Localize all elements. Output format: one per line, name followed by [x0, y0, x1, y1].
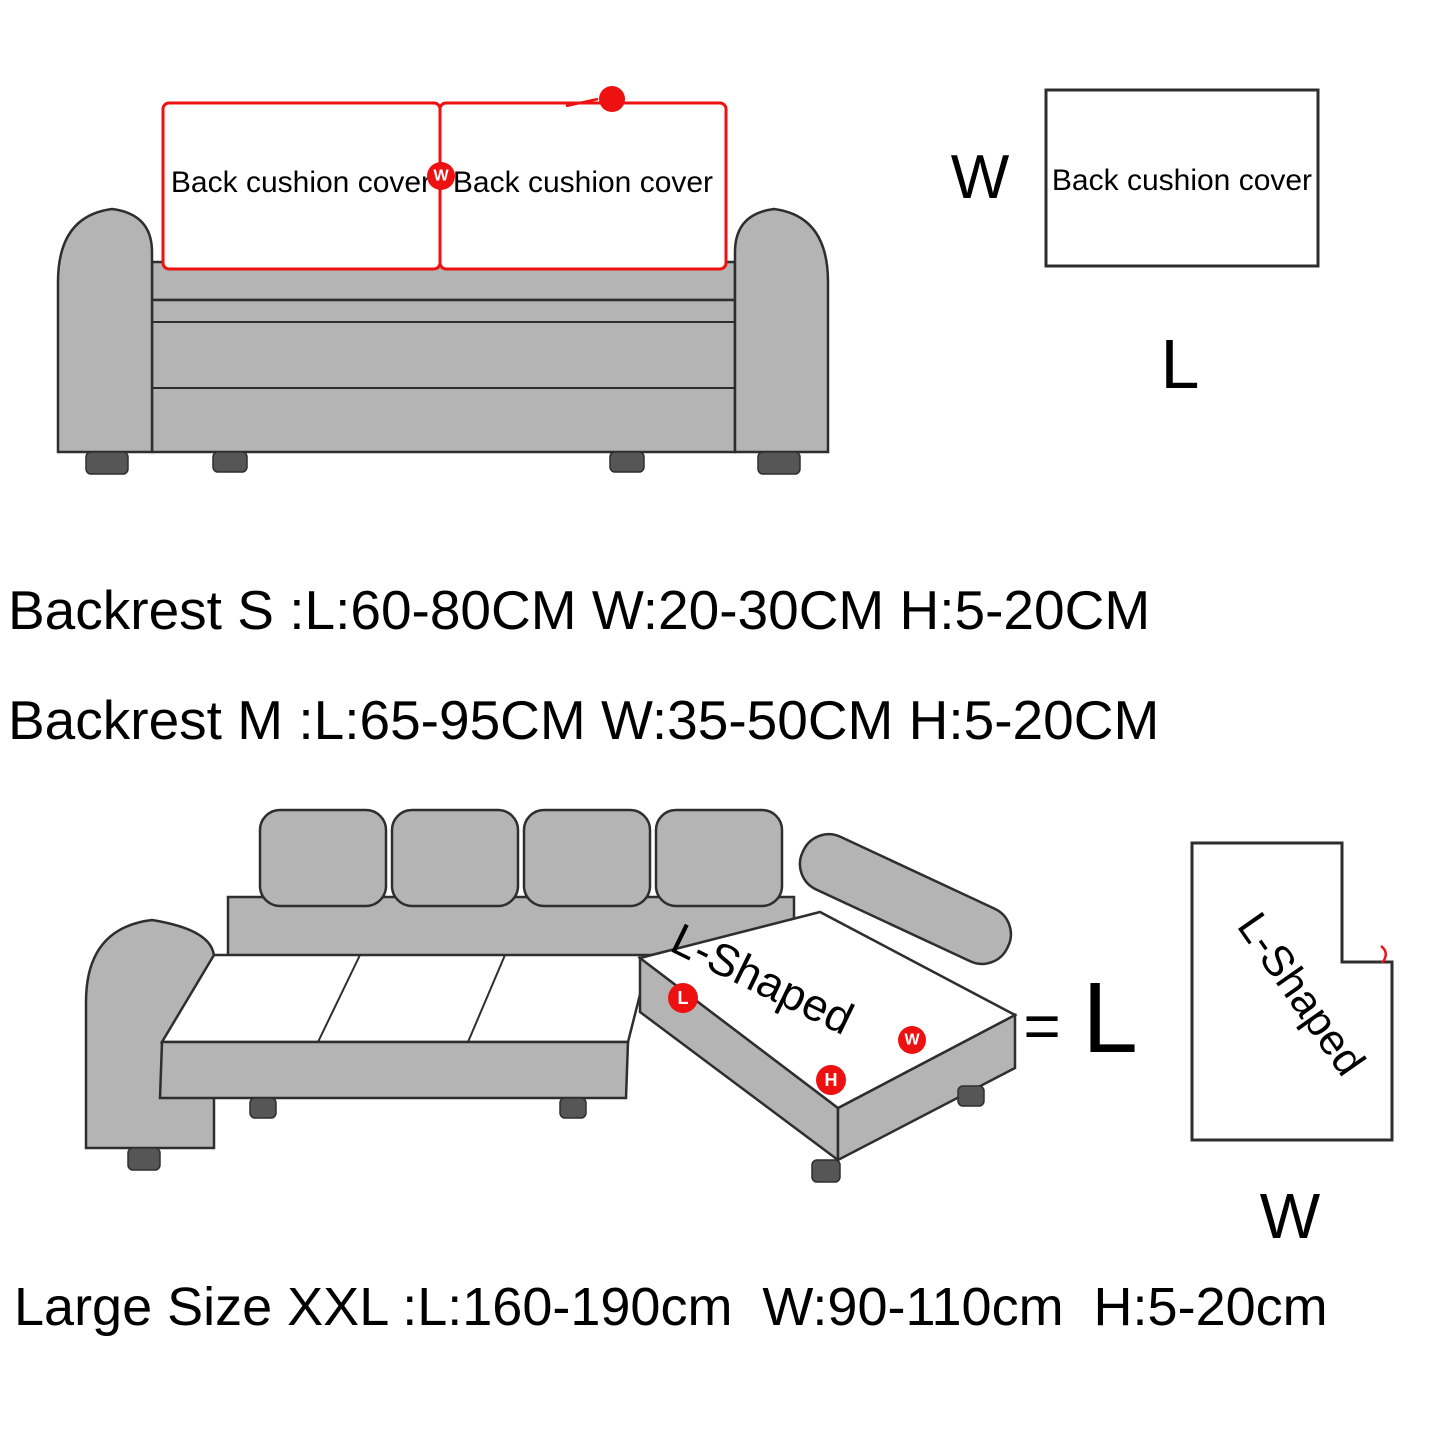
- legend-length-label: L: [1161, 325, 1200, 403]
- seat-cushion-top: [159, 953, 652, 1044]
- xxl-size-text: Large Size XXL :L:160-190cm W:90-110cm H…: [14, 1277, 1328, 1337]
- right-cover-label: Back cushion cover: [453, 166, 713, 199]
- legend-box-label: Back cushion cover: [1052, 164, 1312, 197]
- legend-box: [1044, 88, 1320, 268]
- legend-width-label: W: [951, 143, 1010, 212]
- outline-width-label: W: [1260, 1180, 1321, 1252]
- l-outline-shape: [1190, 841, 1394, 1142]
- chaise-armrest: [798, 833, 1013, 966]
- chaise-top-surface: [637, 910, 1018, 1110]
- width-badge-circle: [898, 1026, 926, 1054]
- backrest-s-size-text: Backrest S :L:60-80CM W:20-30CM H:5-20CM: [8, 579, 1151, 641]
- sofa-seat-base: [150, 298, 737, 454]
- l-shaped-sofa-illustration: L-Shaped L H W: [84, 808, 1018, 1183]
- left-cover-label: Back cushion cover: [171, 166, 431, 199]
- equals-length-annotation: = L: [1023, 962, 1138, 1074]
- sofa-foot: [811, 1159, 841, 1183]
- sofa-foot: [609, 451, 645, 473]
- width-badge-label: W: [904, 1032, 920, 1049]
- notch-mark: [1380, 945, 1387, 964]
- back-cushion: [258, 808, 388, 908]
- sofa-foot: [559, 1097, 587, 1119]
- height-badge-label: H: [825, 1070, 838, 1090]
- length-badge-label: L: [678, 988, 689, 1008]
- sofa-foot: [85, 451, 129, 475]
- cover-flap-mark: [565, 97, 599, 108]
- seat-cushion-divider: [467, 954, 506, 1043]
- seat-front-face: [158, 1040, 630, 1100]
- back-cushion: [654, 808, 784, 908]
- seat-cushion-divider: [317, 954, 361, 1043]
- width-badge-label: W: [433, 168, 449, 185]
- sofa-left-armrest: [56, 207, 154, 454]
- backrest-m-size-text: Backrest M :L:65-95CM W:35-50CM H:5-20CM: [8, 689, 1160, 751]
- back-cushion-cover-overlay: Back cushion cover Back cushion cover W: [161, 86, 728, 271]
- sofa-foot: [212, 451, 248, 473]
- sofa-foot: [957, 1085, 985, 1107]
- length-badge-circle: [668, 983, 698, 1013]
- sofa-foot: [757, 451, 801, 475]
- height-badge-circle: [816, 1065, 846, 1095]
- sofa-right-armrest: [733, 207, 830, 454]
- equals-sign: =: [1023, 990, 1060, 1062]
- sofa-foot: [127, 1147, 161, 1171]
- two-seat-sofa-illustration: [56, 207, 830, 475]
- cover-dimension-legend: Back cushion cover W L: [951, 88, 1320, 403]
- equals-length-label: L: [1082, 962, 1138, 1074]
- back-cushion: [522, 808, 652, 908]
- back-cushion: [390, 808, 520, 908]
- red-dot-marker: [599, 86, 625, 112]
- width-badge-circle: [427, 162, 455, 190]
- l-shaped-cover-outline: L-Shaped W: [1190, 841, 1394, 1252]
- sofa-foot: [249, 1097, 277, 1119]
